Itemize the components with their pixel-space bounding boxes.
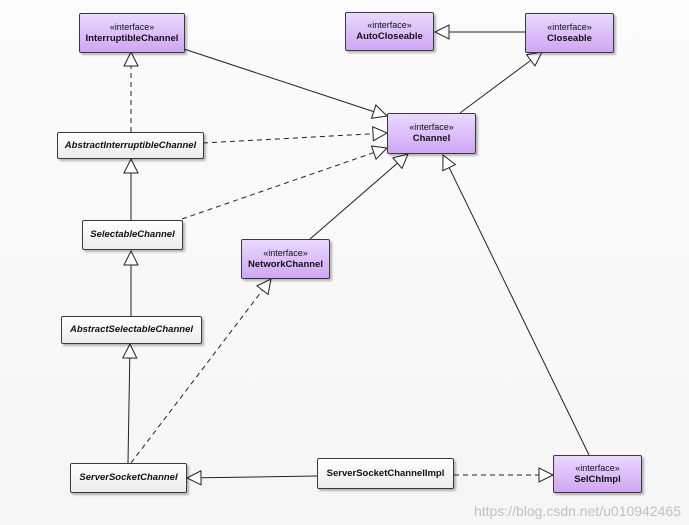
stereotype-label: «interface» bbox=[575, 462, 620, 473]
arrowhead-hollow-triangle-icon bbox=[391, 153, 409, 170]
arrowhead-hollow-triangle-icon bbox=[123, 50, 139, 67]
arrowhead-hollow-triangle-icon bbox=[123, 157, 139, 174]
class-name: AutoCloseable bbox=[356, 31, 423, 42]
class-name: AbstractSelectableChannel bbox=[69, 324, 193, 335]
node-channel[interactable]: «interface» Channel bbox=[387, 113, 476, 154]
class-name: InterruptibleChannel bbox=[85, 32, 179, 44]
class-name: SelectableChannel bbox=[90, 229, 175, 240]
node-closeable[interactable]: «interface» Closeable bbox=[525, 13, 614, 53]
stereotype-label: «interface» bbox=[367, 20, 412, 30]
node-auto-closeable[interactable]: «interface» AutoCloseable bbox=[345, 12, 434, 51]
class-name: ServerSocketChannel bbox=[79, 472, 178, 483]
class-name: Channel bbox=[412, 133, 451, 144]
arrowhead-hollow-triangle-icon bbox=[538, 467, 555, 483]
node-selchimpl[interactable]: «interface» SelChImpl bbox=[553, 455, 642, 493]
node-interruptible-channel[interactable]: «interface» InterruptibleChannel bbox=[79, 13, 185, 53]
stereotype-label: «interface» bbox=[409, 122, 454, 132]
arrowhead-hollow-triangle-icon bbox=[185, 469, 202, 486]
arrowhead-hollow-triangle-icon bbox=[370, 145, 389, 161]
node-server-socket-channel-impl[interactable]: ServerSocketChannelImpl bbox=[317, 458, 454, 489]
edge-implements-AbstractInterruptibleChannel-to-Channel bbox=[202, 133, 374, 144]
edge-implements-SelectableChannel-to-Channel bbox=[181, 152, 374, 220]
edge-extends-SelChImpl-to-Channel bbox=[448, 167, 590, 456]
stereotype-label: «interface» bbox=[547, 21, 592, 32]
arrowhead-hollow-triangle-icon bbox=[121, 342, 138, 359]
node-server-socket-channel[interactable]: ServerSocketChannel bbox=[70, 463, 187, 493]
edge-implements-ServerSocketChannel-to-NetworkChannel bbox=[130, 289, 263, 464]
arrowhead-hollow-triangle-icon bbox=[442, 153, 457, 172]
stereotype-label: «interface» bbox=[109, 21, 155, 32]
class-name: Closeable bbox=[547, 32, 592, 44]
class-name: ServerSocketChannelImpl bbox=[326, 467, 445, 479]
arrowhead-hollow-triangle-icon bbox=[256, 278, 272, 296]
edge-extends-Channel-to-Closeable bbox=[459, 59, 532, 114]
arrowhead-hollow-triangle-icon bbox=[123, 249, 139, 266]
arrowhead-hollow-triangle-icon bbox=[433, 24, 450, 40]
node-network-channel[interactable]: «interface» NetworkChannel bbox=[241, 239, 330, 279]
watermark-text: https://blog.csdn.net/u010942465 bbox=[473, 503, 681, 519]
class-name: SelChImpl bbox=[574, 473, 621, 485]
node-abstract-interruptible-channel[interactable]: AbstractInterruptibleChannel bbox=[57, 132, 204, 159]
arrowhead-hollow-triangle-icon bbox=[370, 104, 389, 119]
stereotype-label: «interface» bbox=[263, 247, 308, 258]
arrowhead-hollow-triangle-icon bbox=[372, 125, 389, 142]
node-selectable-channel[interactable]: SelectableChannel bbox=[82, 220, 183, 250]
node-abstract-selectable-channel[interactable]: AbstractSelectableChannel bbox=[61, 316, 202, 344]
class-name: AbstractInterruptibleChannel bbox=[64, 139, 197, 151]
edge-extends-NetworkChannel-to-Channel bbox=[309, 162, 398, 240]
edge-extends-ServerSocketChannelImpl-to-ServerSocketChannel bbox=[200, 475, 318, 479]
class-name: NetworkChannel bbox=[248, 258, 323, 270]
arrowhead-hollow-triangle-icon bbox=[525, 51, 543, 67]
edge-extends-ServerSocketChannel-to-AbstractSelectableChannel bbox=[127, 357, 131, 464]
edge-extends-InterruptibleChannel-to-Channel bbox=[183, 48, 374, 113]
